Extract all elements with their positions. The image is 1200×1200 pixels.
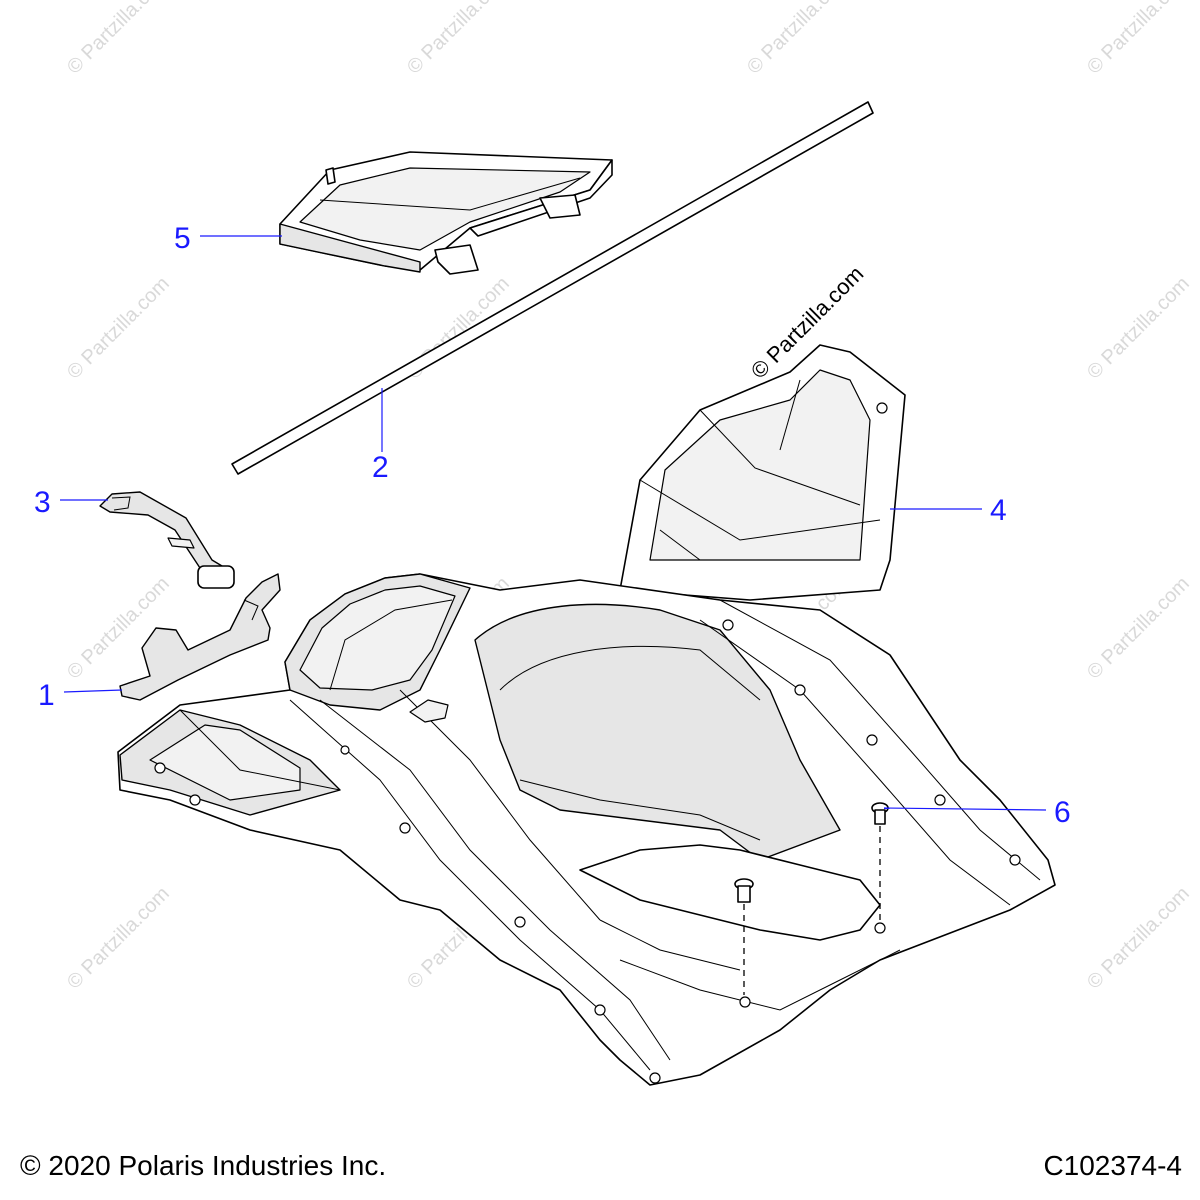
callout-6: 6	[1054, 796, 1071, 829]
part-6-push-rivet	[871, 802, 889, 922]
callout-5: 5	[174, 222, 191, 255]
leader-line-6	[883, 807, 1047, 811]
watermark-text: © Partzilla.com	[63, 883, 174, 994]
part-5-cover-panel	[279, 151, 613, 275]
watermark-text: © Partzilla.com	[63, 273, 174, 384]
diagram-code: C102374-4	[1043, 1150, 1182, 1181]
part-2-trim-strip	[231, 101, 874, 475]
part-6-push-rivet	[734, 878, 754, 995]
callout-3: 3	[34, 486, 51, 519]
watermark-text: © Partzilla.com	[1083, 0, 1194, 79]
callout-4: 4	[990, 494, 1007, 527]
watermark-text: © Partzilla.com	[1083, 273, 1194, 384]
part-1-bracket	[119, 573, 281, 701]
leader-lines	[60, 235, 1047, 811]
watermark-text: © Partzilla.com	[63, 0, 174, 79]
part-4-floor-panel	[117, 344, 1056, 1086]
watermark-text: © Partzilla.com	[743, 0, 854, 79]
callout-1: 1	[38, 679, 55, 712]
leader-line-1	[63, 689, 123, 693]
watermark-text: © Partzilla.com	[1083, 883, 1194, 994]
callout-labels: 1 2 3 4 5 6	[34, 222, 1071, 829]
callout-2: 2	[372, 451, 389, 484]
watermark-text: © Partzilla.com	[1083, 573, 1194, 684]
watermark-text: © Partzilla.com	[403, 0, 514, 79]
part-3-strap	[99, 491, 235, 589]
copyright-text: © 2020 Polaris Industries Inc.	[20, 1150, 386, 1181]
